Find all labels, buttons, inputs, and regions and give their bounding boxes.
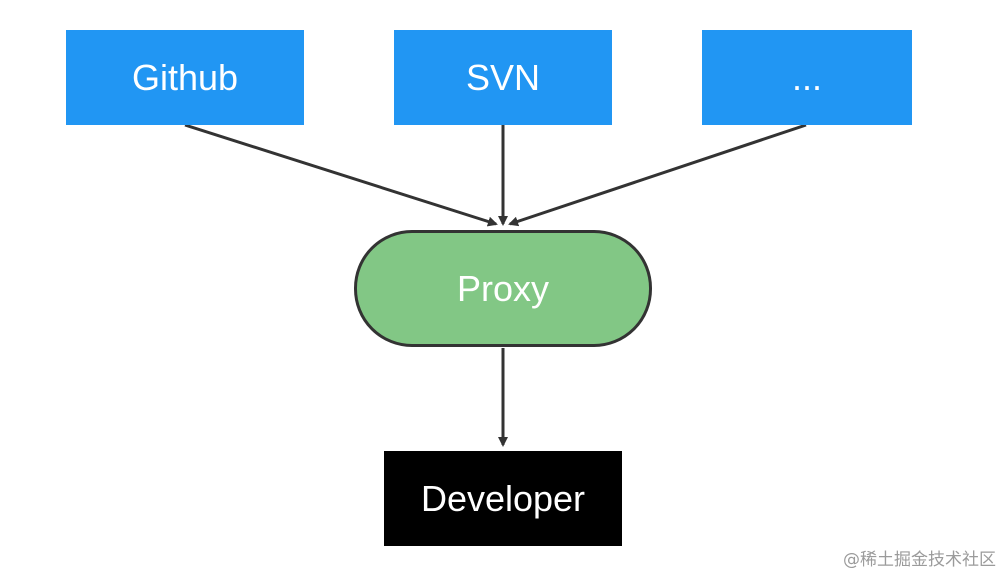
node-svn-label: SVN xyxy=(465,56,541,98)
edge-more-to-proxy xyxy=(508,123,807,227)
node-developer: Developer xyxy=(384,451,622,546)
node-more: ... xyxy=(702,30,912,125)
node-more-label: ... xyxy=(791,56,822,98)
node-github-label: Github xyxy=(131,56,239,98)
watermark: @稀土掘金技术社区 xyxy=(843,550,996,570)
node-github: Github xyxy=(66,30,304,125)
node-developer-label: Developer xyxy=(420,477,586,519)
node-svn: SVN xyxy=(394,30,612,125)
node-proxy: Proxy xyxy=(354,230,652,347)
node-proxy-label: Proxy xyxy=(456,267,550,309)
edge-github-to-proxy xyxy=(184,123,498,227)
